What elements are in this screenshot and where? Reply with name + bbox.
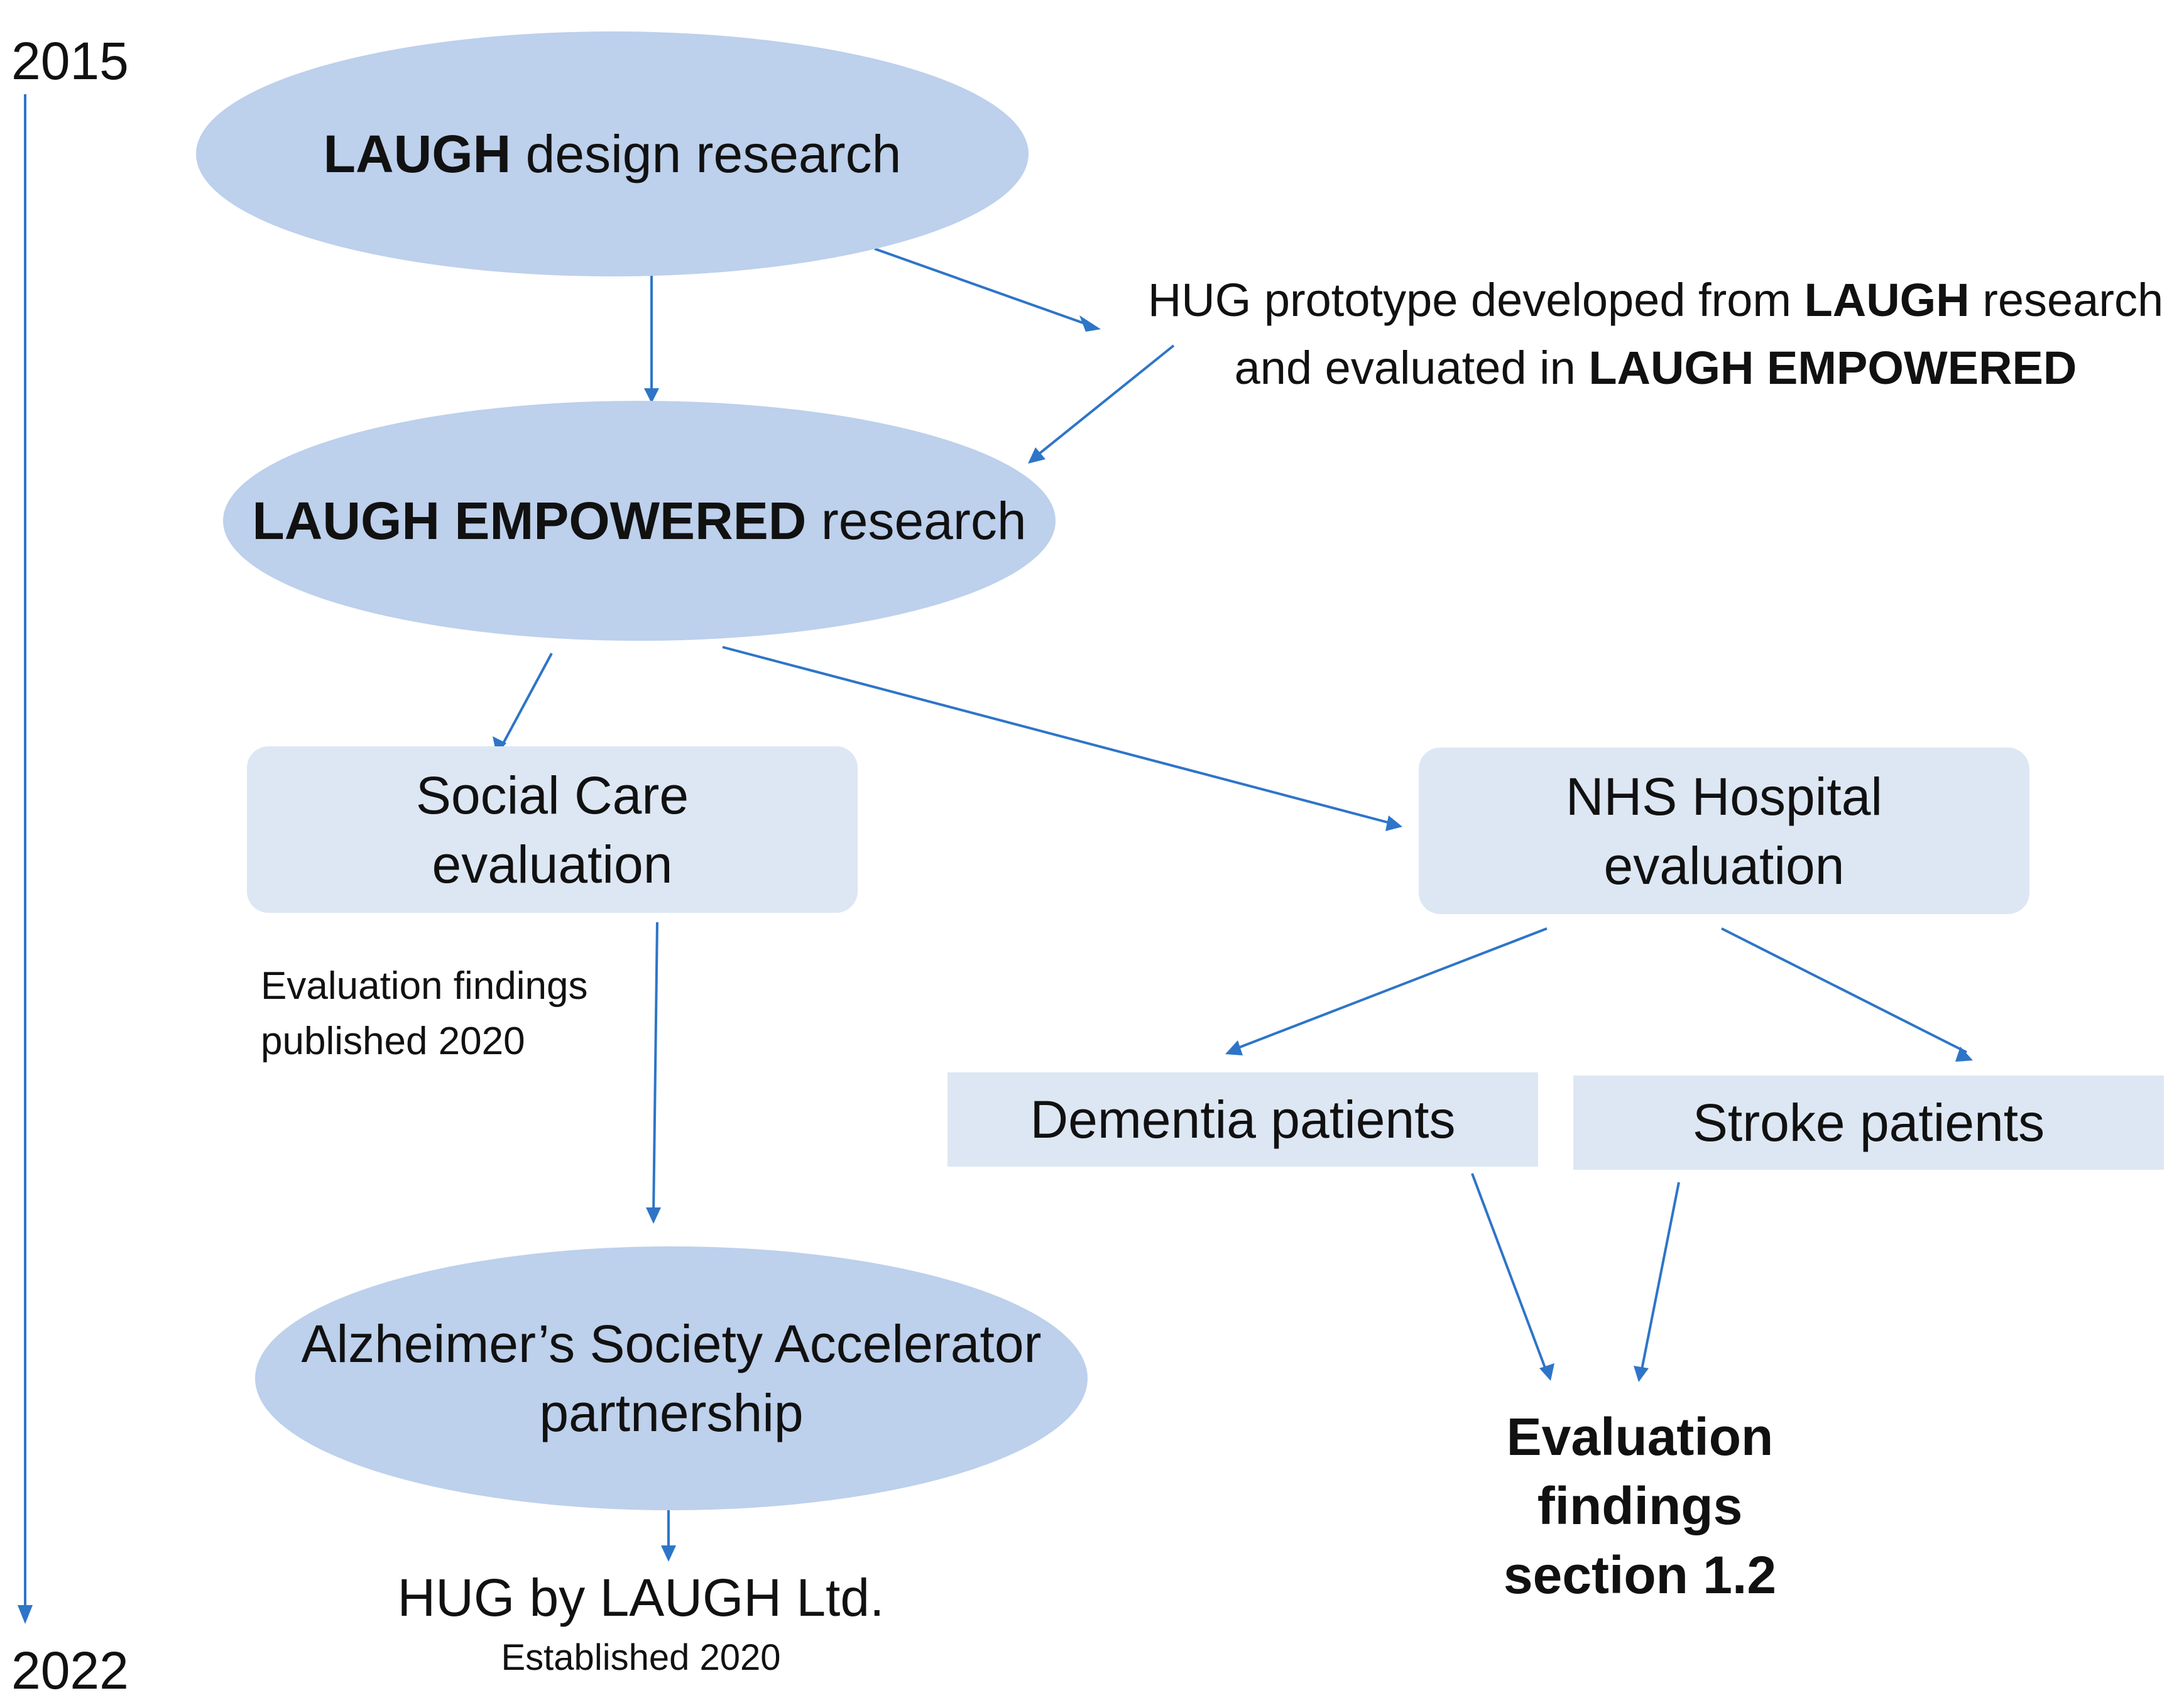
social-findings-line2: published 2020 — [261, 1020, 525, 1063]
hug-prototype-note: HUG prototype developed from LAUGH resea… — [1125, 266, 2184, 402]
dementia-patients-node: Dementia patients — [947, 1072, 1538, 1167]
stroke-patients-node: Stroke patients — [1573, 1076, 2164, 1170]
social-care-findings-note: Evaluation findings published 2020 — [261, 959, 587, 1069]
hug-prototype-line2: and evaluated in LAUGH EMPOWERED — [1125, 334, 2184, 402]
hug-prototype-line1-a: HUG prototype developed from — [1147, 274, 1805, 326]
arrowhead-prototype-to-empowered — [1028, 447, 1046, 464]
arrow-empowered-to-social-care — [501, 653, 553, 745]
hug-ltd-name: HUG by LAUGH Ltd. — [397, 1568, 885, 1627]
social-care-evaluation-node: Social Care evaluation — [247, 746, 858, 913]
arrow-design-to-prototype — [874, 248, 1091, 327]
arrowhead-nhs-to-stroke — [1955, 1047, 1973, 1062]
laugh-empowered-rest: research — [806, 491, 1027, 550]
arrow-stroke-to-findings — [1640, 1182, 1680, 1373]
laugh-design-bold: LAUGH — [323, 124, 511, 183]
arrowhead-alzheimers-to-hug-ltd — [661, 1545, 676, 1562]
dementia-patients-label: Dementia patients — [1030, 1090, 1456, 1149]
arrow-social-care-to-alzheimers — [652, 922, 658, 1216]
laugh-design-research-node: LAUGH design research — [196, 31, 1029, 276]
hug-prototype-line2-bold: LAUGH EMPOWERED — [1588, 342, 2077, 394]
social-findings-line1: Evaluation findings — [261, 964, 588, 1008]
nhs-hospital-evaluation-node: NHS Hospital evaluation — [1419, 748, 2029, 914]
stroke-patients-label: Stroke patients — [1692, 1093, 2045, 1152]
arrow-dementia-to-findings — [1471, 1173, 1548, 1373]
social-care-line1: Social Care — [415, 765, 689, 825]
hug-prototype-line1-b: research — [1969, 274, 2164, 326]
laugh-empowered-bold: LAUGH EMPOWERED — [252, 491, 807, 550]
hug-prototype-line2-a: and evaluated in — [1234, 342, 1589, 394]
hug-ltd-established: Established 2020 — [501, 1637, 781, 1678]
evaluation-findings-section-note: Evaluation findings section 1.2 — [1451, 1402, 1828, 1610]
alzheimers-line2: partnership — [539, 1383, 804, 1442]
arrowhead-nhs-to-dementia — [1225, 1040, 1243, 1055]
hug-prototype-line1: HUG prototype developed from LAUGH resea… — [1125, 266, 2184, 334]
arrow-prototype-to-empowered — [1034, 344, 1175, 458]
nhs-hospital-line2: evaluation — [1603, 836, 1845, 895]
arrowhead-social-care-to-alzheimers — [646, 1207, 661, 1224]
timeline-start-year: 2015 — [11, 31, 129, 90]
arrow-empowered-to-nhs — [722, 646, 1395, 825]
arrowhead-design-to-prototype — [1079, 315, 1101, 332]
arrow-nhs-to-dementia — [1231, 927, 1548, 1052]
laugh-empowered-research-label: LAUGH EMPOWERED research — [252, 486, 1026, 555]
social-care-line2: evaluation — [432, 834, 673, 894]
hug-by-laugh-ltd-note: HUG by LAUGH Ltd. Established 2020 — [327, 1563, 955, 1684]
laugh-design-research-label: LAUGH design research — [324, 119, 902, 188]
arrowhead-stroke-to-findings — [1634, 1366, 1649, 1382]
arrow-nhs-to-stroke — [1721, 927, 1967, 1054]
alzheimers-line1: Alzheimer’s Society Accelerator — [301, 1314, 1042, 1373]
eval-findings-line2: findings — [1537, 1476, 1743, 1535]
timeline-arrowhead — [18, 1605, 33, 1624]
hug-prototype-line1-bold: LAUGH — [1804, 274, 1970, 326]
laugh-design-rest: design research — [511, 124, 902, 183]
eval-findings-line1: Evaluation — [1506, 1407, 1774, 1466]
arrowhead-design-to-empowered — [644, 388, 659, 403]
arrowhead-empowered-to-nhs — [1385, 815, 1402, 831]
nhs-hospital-line1: NHS Hospital — [1565, 766, 1883, 826]
alzheimers-society-partnership-node: Alzheimer’s Society Accelerator partners… — [255, 1246, 1088, 1510]
arrowhead-dementia-to-findings — [1539, 1363, 1554, 1381]
eval-findings-line3: section 1.2 — [1503, 1545, 1777, 1604]
laugh-empowered-research-node: LAUGH EMPOWERED research — [223, 401, 1056, 641]
timeline-end year: 2022 — [11, 1641, 129, 1700]
